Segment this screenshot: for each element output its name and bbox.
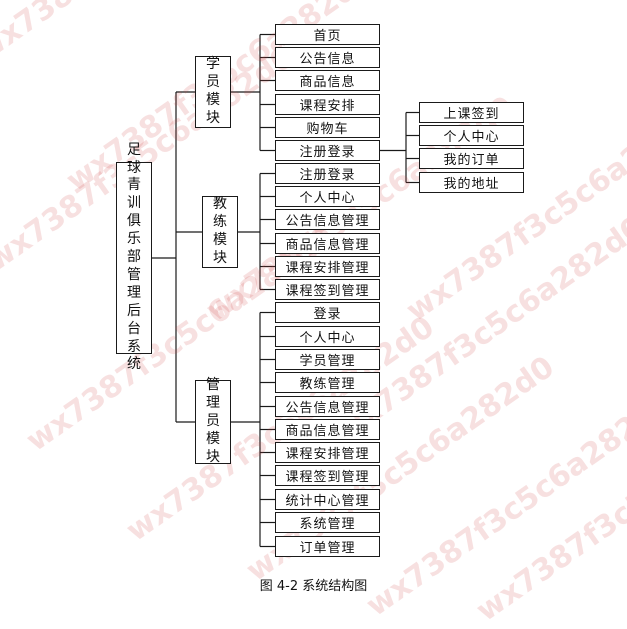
item-label: 上课签到	[443, 107, 500, 122]
student-item: 首页	[275, 24, 380, 45]
item-label: 系统管理	[299, 517, 356, 532]
item-label: 个人中心	[299, 191, 356, 206]
module-coach: 教练模块	[202, 196, 238, 268]
coach-item: 注册登录	[275, 163, 380, 184]
connector-lines	[152, 33, 419, 548]
coach-item: 公告信息管理	[275, 209, 380, 230]
student-item: 购物车	[275, 117, 380, 138]
student-sub-item: 我的地址	[419, 172, 524, 193]
item-label: 课程签到管理	[285, 284, 370, 299]
structure-diagram	[152, 33, 419, 548]
admin-item: 公告信息管理	[275, 396, 380, 417]
student-item: 课程安排	[275, 94, 380, 115]
student-item: 注册登录	[275, 140, 380, 161]
admin-item: 订单管理	[275, 536, 380, 557]
module-admin: 管理员模块	[195, 377, 231, 465]
admin-item: 商品信息管理	[275, 419, 380, 440]
item-label: 公告信息管理	[285, 214, 370, 229]
student-item: 商品信息	[275, 70, 380, 91]
item-label: 统计中心管理	[285, 494, 370, 509]
admin-item: 统计中心管理	[275, 489, 380, 510]
admin-item: 课程签到管理	[275, 465, 380, 486]
module-student: 学员模块	[195, 56, 231, 128]
admin-item: 登录	[275, 302, 380, 323]
student-sub-item: 我的订单	[419, 148, 524, 169]
item-label: 课程安排	[299, 99, 356, 114]
admin-item: 教练管理	[275, 372, 380, 393]
item-label: 购物车	[306, 122, 349, 137]
item-label: 我的订单	[443, 153, 500, 168]
item-label: 个人中心	[299, 331, 356, 346]
item-label: 课程安排管理	[285, 447, 370, 462]
item-label: 注册登录	[299, 145, 356, 160]
item-label: 首页	[313, 29, 342, 44]
item-label: 学员管理	[299, 354, 356, 369]
admin-item: 个人中心	[275, 326, 380, 347]
figure-caption: 图 4-2 系统结构图	[259, 579, 368, 594]
item-label: 公告信息	[299, 52, 356, 67]
module-student-label: 学员模块	[205, 56, 220, 126]
item-label: 注册登录	[299, 168, 356, 183]
item-label: 订单管理	[299, 541, 356, 556]
root-node-label: 足球青训俱乐部管理后台系统	[126, 141, 141, 373]
item-label: 个人中心	[443, 130, 500, 145]
admin-item: 课程安排管理	[275, 442, 380, 463]
item-label: 公告信息管理	[285, 401, 370, 416]
coach-item: 课程签到管理	[275, 279, 380, 300]
student-sub-item: 个人中心	[419, 125, 524, 146]
module-coach-label: 教练模块	[212, 196, 227, 266]
item-label: 登录	[313, 307, 342, 322]
item-label: 商品信息管理	[285, 238, 370, 253]
student-sub-item: 上课签到	[419, 102, 524, 123]
coach-item: 个人中心	[275, 186, 380, 207]
item-label: 商品信息	[299, 75, 356, 90]
item-label: 教练管理	[299, 377, 356, 392]
item-label: 课程签到管理	[285, 470, 370, 485]
item-label: 商品信息管理	[285, 424, 370, 439]
admin-item: 系统管理	[275, 512, 380, 533]
item-label: 课程安排管理	[285, 261, 370, 276]
coach-item: 课程安排管理	[275, 256, 380, 277]
module-admin-label: 管理员模块	[205, 377, 220, 465]
coach-item: 商品信息管理	[275, 233, 380, 254]
student-item: 公告信息	[275, 47, 380, 68]
admin-item: 学员管理	[275, 349, 380, 370]
root-node: 足球青训俱乐部管理后台系统	[116, 142, 152, 372]
item-label: 我的地址	[443, 177, 500, 192]
